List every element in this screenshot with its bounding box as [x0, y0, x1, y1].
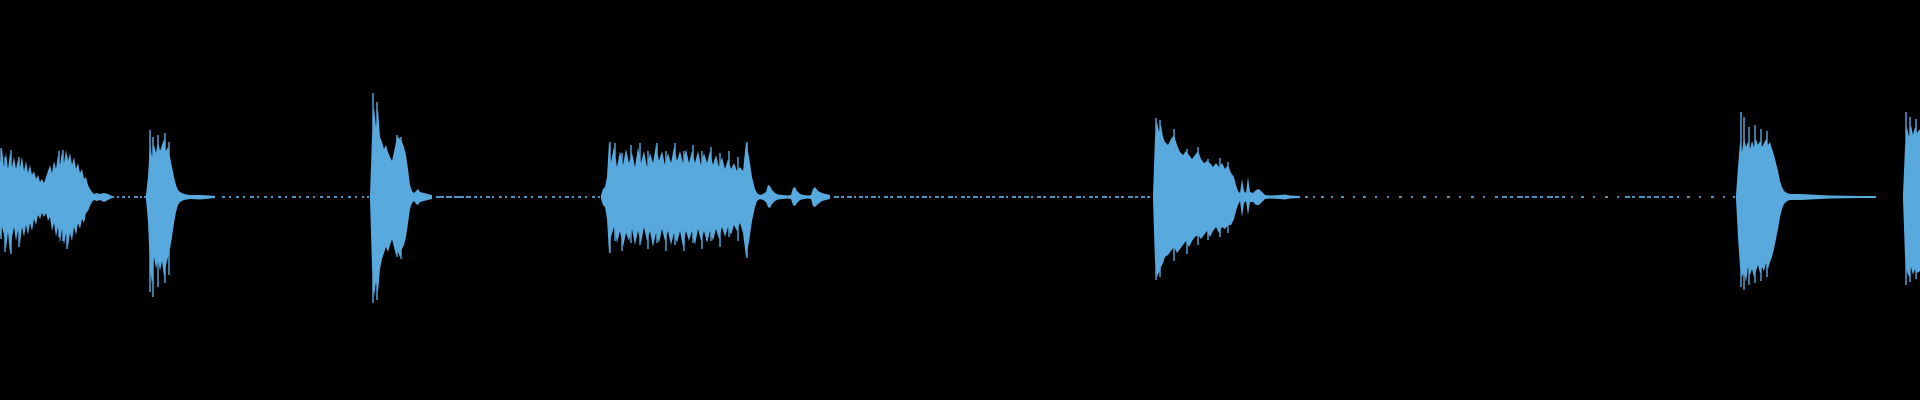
burst-6-hit-with-tail-spikes	[1740, 112, 1768, 290]
burst-4-dense-roll-spikes	[609, 142, 748, 258]
burst-4-dense-roll	[601, 142, 830, 257]
burst-3-tall-transient-spikes	[372, 93, 402, 303]
burst-6-hit-with-tail	[1736, 137, 1876, 282]
burst-7-right-edge-spikes	[1905, 112, 1917, 285]
burst-1-left-edge-spikes	[0, 148, 68, 254]
burst-5-decaying-hit-spikes	[1155, 118, 1229, 280]
burst-1-left-edge	[0, 149, 112, 253]
burst-2-transient	[146, 139, 215, 285]
burst-2-transient-spikes	[149, 130, 170, 297]
burst-5-decaying-hit	[1153, 122, 1300, 277]
